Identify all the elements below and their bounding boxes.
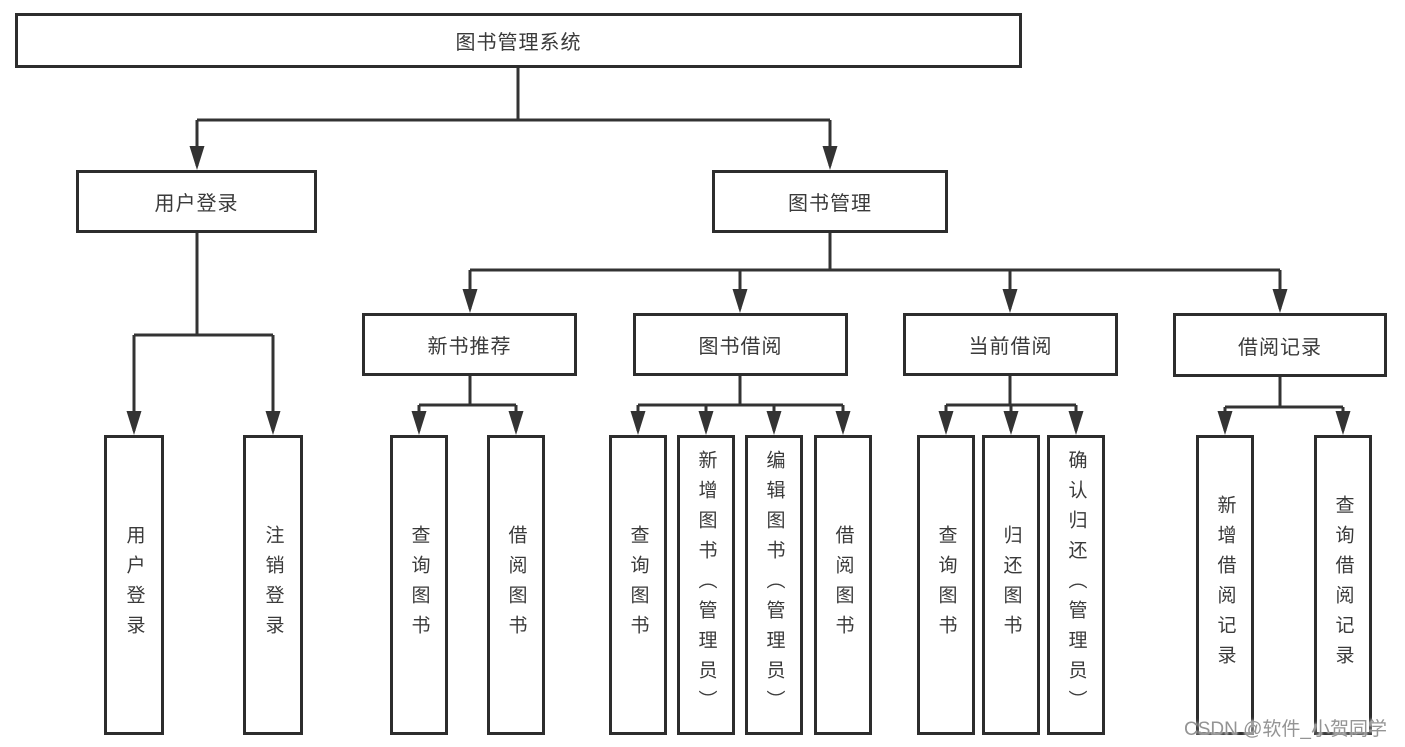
- arrowhead-down-icon: [411, 411, 427, 435]
- node-leaf-confirm-return-admin: 确认归还（管理员）: [1047, 435, 1105, 735]
- node-root-system: 图书管理系统: [15, 13, 1022, 68]
- arrowhead-down-icon: [630, 411, 646, 435]
- arrowhead-down-icon: [1272, 289, 1288, 313]
- arrowhead-down-icon: [126, 411, 142, 435]
- arrowhead-down-icon: [1217, 411, 1233, 435]
- node-label: 新书推荐: [427, 336, 512, 358]
- arrowhead-down-icon: [822, 146, 838, 170]
- node-branch-current-borrowing: 当前借阅: [903, 313, 1118, 376]
- node-label: 借阅记录: [1238, 336, 1322, 359]
- node-leaf-logout: 注销登录: [243, 435, 303, 735]
- node-branch-new-book-recommend: 新书推荐: [362, 313, 577, 376]
- node-branch-book-borrowing: 图书借阅: [633, 313, 848, 376]
- node-label: 编辑图书（管理员）: [763, 450, 785, 720]
- arrowhead-down-icon: [508, 411, 524, 435]
- arrowhead-down-icon: [1068, 411, 1084, 435]
- arrowhead-down-icon: [732, 289, 748, 313]
- node-branch-borrowing-records: 借阅记录: [1173, 313, 1387, 377]
- arrowhead-down-icon: [462, 289, 478, 313]
- node-leaf-borrow-books-recommend: 借阅图书: [487, 435, 545, 735]
- node-leaf-query-books-borrowing: 查询图书: [609, 435, 667, 735]
- arrowhead-down-icon: [1002, 289, 1018, 313]
- arrowhead-down-icon: [698, 411, 714, 435]
- node-leaf-query-books-recommend: 查询图书: [390, 435, 448, 735]
- watermark: CSDN @软件_小贺同学: [1184, 719, 1387, 740]
- node-label: 新增借阅记录: [1214, 495, 1236, 675]
- node-label: 用户登录: [154, 193, 239, 215]
- node-leaf-add-borrowing-record: 新增借阅记录: [1196, 435, 1254, 735]
- arrowhead-down-icon: [1003, 411, 1019, 435]
- node-label: 注销登录: [262, 525, 284, 645]
- node-label: 查询图书: [408, 525, 430, 645]
- node-label: 确认归还（管理员）: [1065, 450, 1087, 720]
- node-leaf-return-books: 归还图书: [982, 435, 1040, 735]
- node-label: 图书管理: [788, 193, 872, 215]
- node-label: 查询图书: [935, 525, 957, 645]
- node-leaf-edit-books-admin: 编辑图书（管理员）: [745, 435, 803, 735]
- node-leaf-query-borrowing-record: 查询借阅记录: [1314, 435, 1372, 735]
- node-label: 借阅图书: [505, 525, 527, 645]
- node-label: 用户登录: [123, 525, 145, 645]
- arrowhead-down-icon: [766, 411, 782, 435]
- arrowhead-down-icon: [938, 411, 954, 435]
- node-label: 当前借阅: [968, 336, 1053, 358]
- node-label: 图书管理系统: [455, 32, 582, 54]
- arrowhead-down-icon: [189, 146, 205, 170]
- arrowhead-down-icon: [1335, 411, 1351, 435]
- node-label: 新增图书（管理员）: [695, 450, 717, 720]
- node-leaf-add-books-admin: 新增图书（管理员）: [677, 435, 735, 735]
- arrowhead-down-icon: [265, 411, 281, 435]
- node-label: 查询借阅记录: [1332, 495, 1354, 675]
- node-label: 归还图书: [1000, 525, 1022, 645]
- node-label: 查询图书: [627, 525, 649, 645]
- node-leaf-borrow-books-borrowing: 借阅图书: [814, 435, 872, 735]
- node-leaf-query-books-current: 查询图书: [917, 435, 975, 735]
- node-branch-book-management: 图书管理: [712, 170, 948, 233]
- node-label: 借阅图书: [832, 525, 854, 645]
- arrowhead-down-icon: [835, 411, 851, 435]
- node-leaf-user-login: 用户登录: [104, 435, 164, 735]
- node-branch-user-login: 用户登录: [76, 170, 317, 233]
- node-label: 图书借阅: [698, 336, 783, 358]
